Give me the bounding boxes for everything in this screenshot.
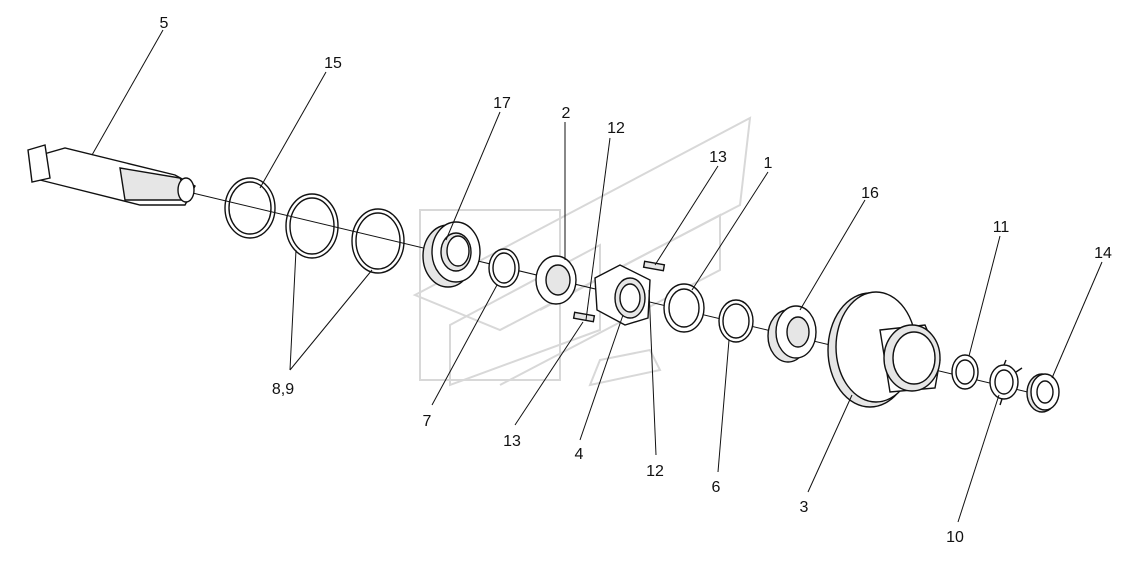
ring-6 [718, 299, 754, 343]
callout-6: 6 [712, 479, 721, 496]
splined-hub [572, 260, 666, 326]
callout-8-9: 8,9 [272, 381, 294, 398]
callout-labels: 5 15 17 2 12 13 1 16 11 14 8,9 7 13 4 12… [160, 15, 1112, 546]
splined-shaft [27, 144, 196, 206]
callout-1: 1 [764, 155, 773, 172]
o-ring-pair [285, 193, 405, 274]
callout-14: 14 [1094, 245, 1112, 262]
washer-11 [951, 354, 979, 390]
callout-15: 15 [324, 55, 342, 72]
callout-17: 17 [493, 95, 511, 112]
leader-lines [91, 29, 1103, 523]
callout-16: 16 [861, 185, 879, 202]
callout-12-top: 12 [607, 120, 625, 137]
callout-7: 7 [423, 413, 432, 430]
callout-10: 10 [946, 529, 964, 546]
callout-3: 3 [800, 499, 809, 516]
washer-2 [535, 255, 577, 305]
callout-5: 5 [160, 15, 169, 32]
bearing-16 [767, 305, 817, 363]
callout-13-top: 13 [709, 149, 727, 166]
snap-ring [224, 177, 276, 239]
ring-7 [488, 248, 520, 288]
callout-4: 4 [575, 446, 584, 463]
flange-hub [827, 291, 941, 408]
callout-11: 11 [993, 219, 1010, 236]
callout-13-bottom: 13 [503, 433, 521, 450]
callout-12-bottom: 12 [646, 463, 664, 480]
callout-2: 2 [562, 105, 571, 122]
nut-14 [1026, 373, 1060, 413]
bearing-17 [422, 221, 481, 288]
ring-1 [663, 283, 705, 333]
lock-washer [989, 359, 1023, 406]
